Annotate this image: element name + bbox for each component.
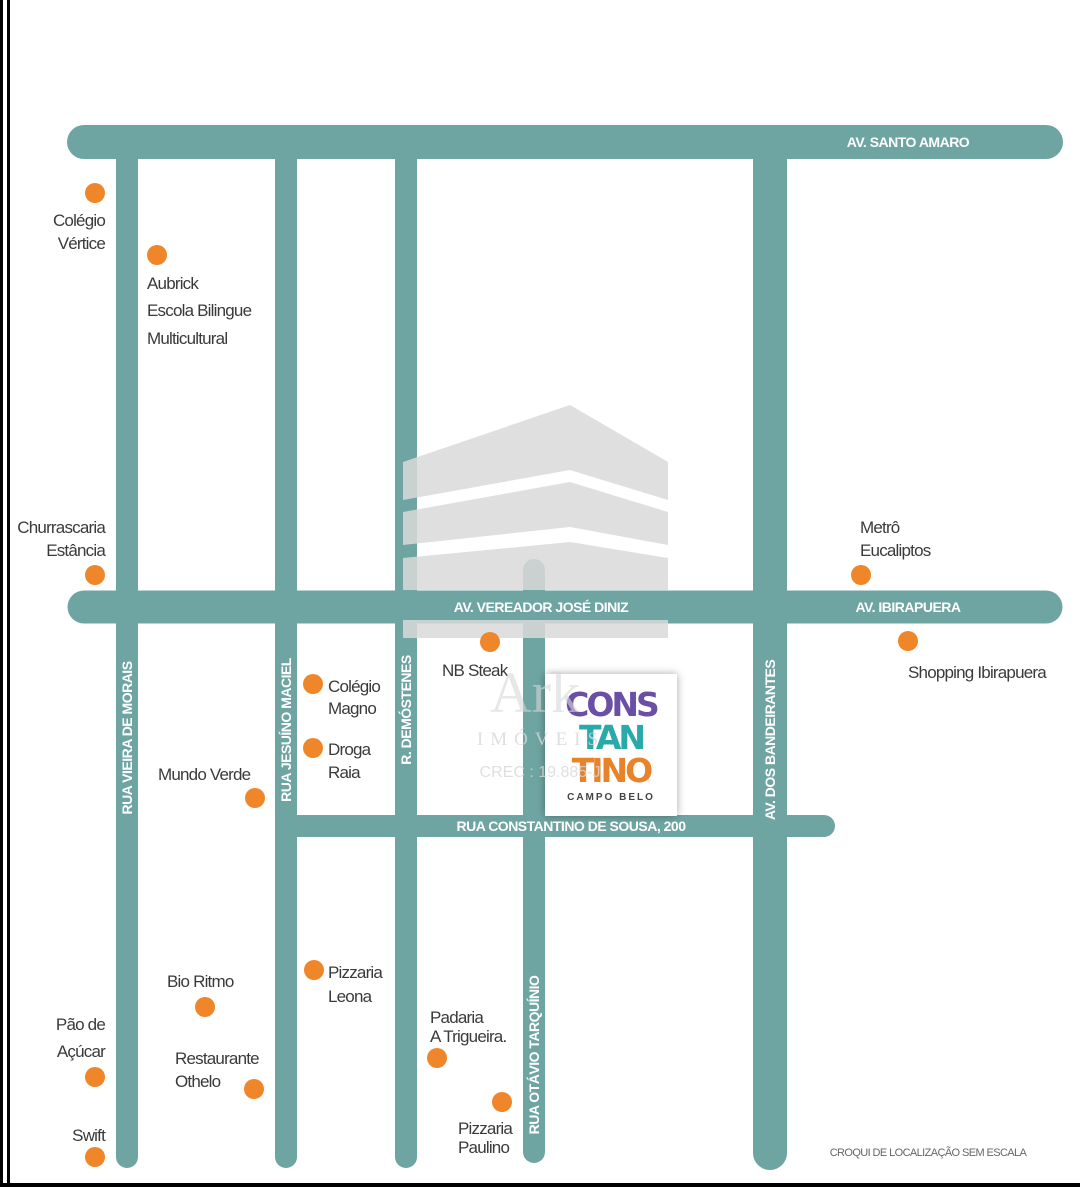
poi-pizzaria-paulino: Pizzaria Paulino bbox=[458, 1092, 514, 1157]
poi-marker-icon bbox=[85, 1147, 105, 1167]
poi-restaurante-othelo: Restaurante Othelo bbox=[175, 1049, 264, 1099]
poi-pao-de-acucar: Pão de Açúcar bbox=[56, 1015, 107, 1087]
road-label: AV. IBIRAPUERA bbox=[855, 599, 960, 615]
poi-marker-icon bbox=[85, 1067, 105, 1087]
poi-label: Churrascaria bbox=[17, 518, 106, 537]
poi-label: Pizzaria bbox=[328, 963, 383, 982]
poi-marker-icon bbox=[85, 565, 105, 585]
poi-colegio-vertice: Colégio Vértice bbox=[53, 183, 106, 253]
poi-marker-icon bbox=[85, 183, 105, 203]
poi-pizzaria-leona: Pizzaria Leona bbox=[304, 960, 384, 1006]
logo-line: TINO bbox=[571, 751, 653, 790]
poi-marker-icon bbox=[303, 738, 323, 758]
poi-label: Eucaliptos bbox=[860, 541, 931, 560]
frame-border bbox=[0, 1183, 1080, 1187]
poi-label: Mundo Verde bbox=[158, 765, 251, 784]
poi-shopping-ibirapuera: Shopping Ibirapuera bbox=[898, 631, 1048, 682]
poi-marker-icon bbox=[851, 565, 871, 585]
poi-label: Pizzaria bbox=[458, 1119, 513, 1138]
road-label: RUA VIEIRA DE MORAIS bbox=[119, 661, 135, 814]
constantino-logo: CONS TAN TINO CAMPO BELO bbox=[545, 674, 677, 816]
poi-label: Estância bbox=[46, 541, 106, 560]
poi-label: Droga bbox=[328, 740, 372, 759]
poi-swift: Swift bbox=[72, 1126, 107, 1167]
poi-colegio-magno: Colégio Magno bbox=[303, 674, 381, 718]
poi-label: Padaria bbox=[430, 1008, 484, 1027]
poi-marker-icon bbox=[245, 788, 265, 808]
poi-label: Restaurante bbox=[175, 1049, 259, 1068]
poi-bio-ritmo: Bio Ritmo bbox=[167, 972, 235, 1017]
poi-aubrick: Aubrick Escola Bilingue Multicultural bbox=[147, 245, 252, 348]
poi-label: NB Steak bbox=[442, 661, 509, 680]
poi-label: Açúcar bbox=[57, 1042, 106, 1061]
poi-droga-raia: Droga Raia bbox=[303, 738, 372, 782]
poi-label: A Trigueira. bbox=[430, 1027, 506, 1046]
poi-label: Shopping Ibirapuera bbox=[908, 663, 1047, 682]
poi-label: Vértice bbox=[58, 234, 106, 253]
road-label: AV. VEREADOR JOSÉ DINIZ bbox=[454, 599, 629, 615]
poi-label: Raia bbox=[328, 763, 361, 782]
poi-metro-eucaliptos: Metrô Eucaliptos bbox=[851, 518, 932, 585]
road-label: RUA JESUÍNO MACIEL bbox=[278, 657, 294, 802]
logo-line: CONS bbox=[565, 685, 660, 724]
watermark-building-icon bbox=[403, 405, 668, 638]
poi-nb-steak: NB Steak bbox=[442, 632, 510, 680]
logo-line: TAN bbox=[578, 718, 646, 757]
poi-padaria-trigueira: Padaria A Trigueira. bbox=[427, 1008, 507, 1068]
road-label: RUA CONSTANTINO DE SOUSA, 200 bbox=[457, 818, 687, 834]
poi-label: Swift bbox=[72, 1126, 106, 1145]
frame-border bbox=[0, 0, 3, 1187]
poi-marker-icon bbox=[147, 245, 167, 265]
poi-marker-icon bbox=[898, 631, 918, 651]
poi-marker-icon bbox=[195, 997, 215, 1017]
poi-marker-icon bbox=[427, 1048, 447, 1068]
poi-mundo-verde: Mundo Verde bbox=[158, 765, 265, 808]
frame-border bbox=[7, 0, 10, 1187]
road-label: AV. SANTO AMARO bbox=[847, 134, 970, 150]
poi-marker-icon bbox=[492, 1092, 512, 1112]
poi-label: Colégio bbox=[328, 677, 380, 696]
poi-label: Othelo bbox=[175, 1072, 221, 1091]
poi-label: Multicultural bbox=[147, 329, 227, 348]
poi-label: Escola Bilingue bbox=[147, 301, 252, 320]
poi-label: Paulino bbox=[458, 1138, 509, 1157]
poi-label: Colégio bbox=[53, 211, 105, 230]
poi-label: Metrô bbox=[860, 518, 900, 537]
road-label: R. DEMÓSTENES bbox=[397, 655, 414, 765]
poi-marker-icon bbox=[480, 632, 500, 652]
poi-marker-icon bbox=[303, 674, 323, 694]
poi-label: Aubrick bbox=[147, 274, 199, 293]
poi-churrascaria: Churrascaria Estância bbox=[17, 518, 107, 585]
poi-label: Bio Ritmo bbox=[167, 972, 234, 991]
poi-label: Leona bbox=[328, 987, 373, 1006]
poi-label: Pão de bbox=[56, 1015, 105, 1034]
poi-marker-icon bbox=[244, 1079, 264, 1099]
road-label: RUA OTÁVIO TARQUÍNIO bbox=[526, 975, 542, 1134]
scale-note: CROQUI DE LOCALIZAÇÃO SEM ESCALA bbox=[830, 1146, 1028, 1159]
poi-label: Magno bbox=[328, 699, 376, 718]
poi-marker-icon bbox=[304, 960, 324, 980]
road-label: AV. DOS BANDEIRANTES bbox=[762, 660, 778, 821]
logo-subtitle: CAMPO BELO bbox=[567, 792, 655, 803]
